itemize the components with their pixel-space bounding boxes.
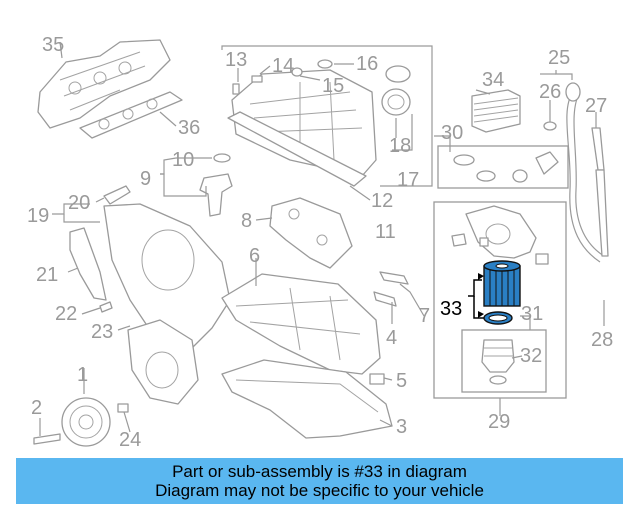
callout-label: 27 xyxy=(585,95,607,117)
callout-label: 20 xyxy=(68,192,90,214)
oil-pan-lower xyxy=(221,359,393,439)
bracket xyxy=(269,197,353,269)
callout-label: 32 xyxy=(520,345,542,367)
callout-label: 4 xyxy=(386,327,397,349)
cooler-gaskets xyxy=(453,151,559,183)
intake-gasket xyxy=(79,91,183,139)
callout-label: 26 xyxy=(539,81,561,103)
sensor xyxy=(199,153,233,217)
callout-label: 25 xyxy=(548,47,570,69)
callout-label: 22 xyxy=(55,303,77,325)
callout-label: 24 xyxy=(119,429,141,451)
callout-label: 19 xyxy=(27,205,49,227)
callout-label: 2 xyxy=(31,397,42,419)
callout-label: 7 xyxy=(419,305,430,327)
callout-label: 29 xyxy=(488,411,510,433)
banner-line-1: Part or sub-assembly is #33 in diagram xyxy=(172,462,467,481)
callout-labels: 35 36 13 14 15 16 18 17 12 11 34 30 25 2… xyxy=(27,34,613,451)
oil-cooler xyxy=(471,89,521,133)
pulley-bolt xyxy=(33,433,61,445)
callout-label: 35 xyxy=(42,34,64,56)
callout-label: 31 xyxy=(521,303,543,325)
small-bracket xyxy=(103,185,131,205)
valve-cover xyxy=(227,69,377,187)
oil-pan-upper xyxy=(221,273,381,375)
callout-label-highlight: 33 xyxy=(440,298,462,320)
oil-filter xyxy=(483,260,521,325)
box-30 xyxy=(437,145,569,189)
intake-manifold xyxy=(37,39,171,129)
banner-line-2: Diagram may not be specific to your vehi… xyxy=(155,481,484,500)
timing-cover xyxy=(69,203,231,405)
callout-label: 30 xyxy=(441,122,463,144)
box-31 xyxy=(461,329,547,393)
cover-bolts xyxy=(232,59,333,95)
callout-label: 23 xyxy=(91,321,113,343)
drain-plug xyxy=(369,373,385,385)
callout-label: 16 xyxy=(356,53,378,75)
callout-label: 5 xyxy=(396,370,407,392)
pan-brackets xyxy=(373,271,409,307)
callout-label: 28 xyxy=(591,329,613,351)
bolt-22 xyxy=(99,301,113,313)
dipstick xyxy=(543,82,609,263)
callout-label: 1 xyxy=(77,364,88,386)
info-banner: Part or sub-assembly is #33 in diagram D… xyxy=(16,458,623,504)
callout-label: 18 xyxy=(389,135,411,157)
callout-label: 21 xyxy=(36,264,58,286)
callout-label: 36 xyxy=(178,117,200,139)
filter-housing xyxy=(451,205,549,265)
bolt-24 xyxy=(117,403,129,413)
oil-cap-seal xyxy=(381,65,411,116)
callout-label: 13 xyxy=(225,49,247,71)
callout-label: 12 xyxy=(371,190,393,212)
callout-label: 3 xyxy=(396,416,407,438)
crank-pulley xyxy=(61,397,111,447)
callout-label: 15 xyxy=(322,75,344,97)
callout-label: 14 xyxy=(272,55,294,77)
callout-label: 34 xyxy=(482,69,504,91)
callout-label: 11 xyxy=(375,221,396,243)
callout-label: 6 xyxy=(249,245,260,267)
callout-label: 9 xyxy=(140,168,151,190)
callout-label: 17 xyxy=(397,169,419,191)
leader-lines xyxy=(39,41,605,436)
filter-cap xyxy=(481,339,515,385)
callout-label: 8 xyxy=(241,210,252,232)
callout-label: 10 xyxy=(172,149,194,171)
